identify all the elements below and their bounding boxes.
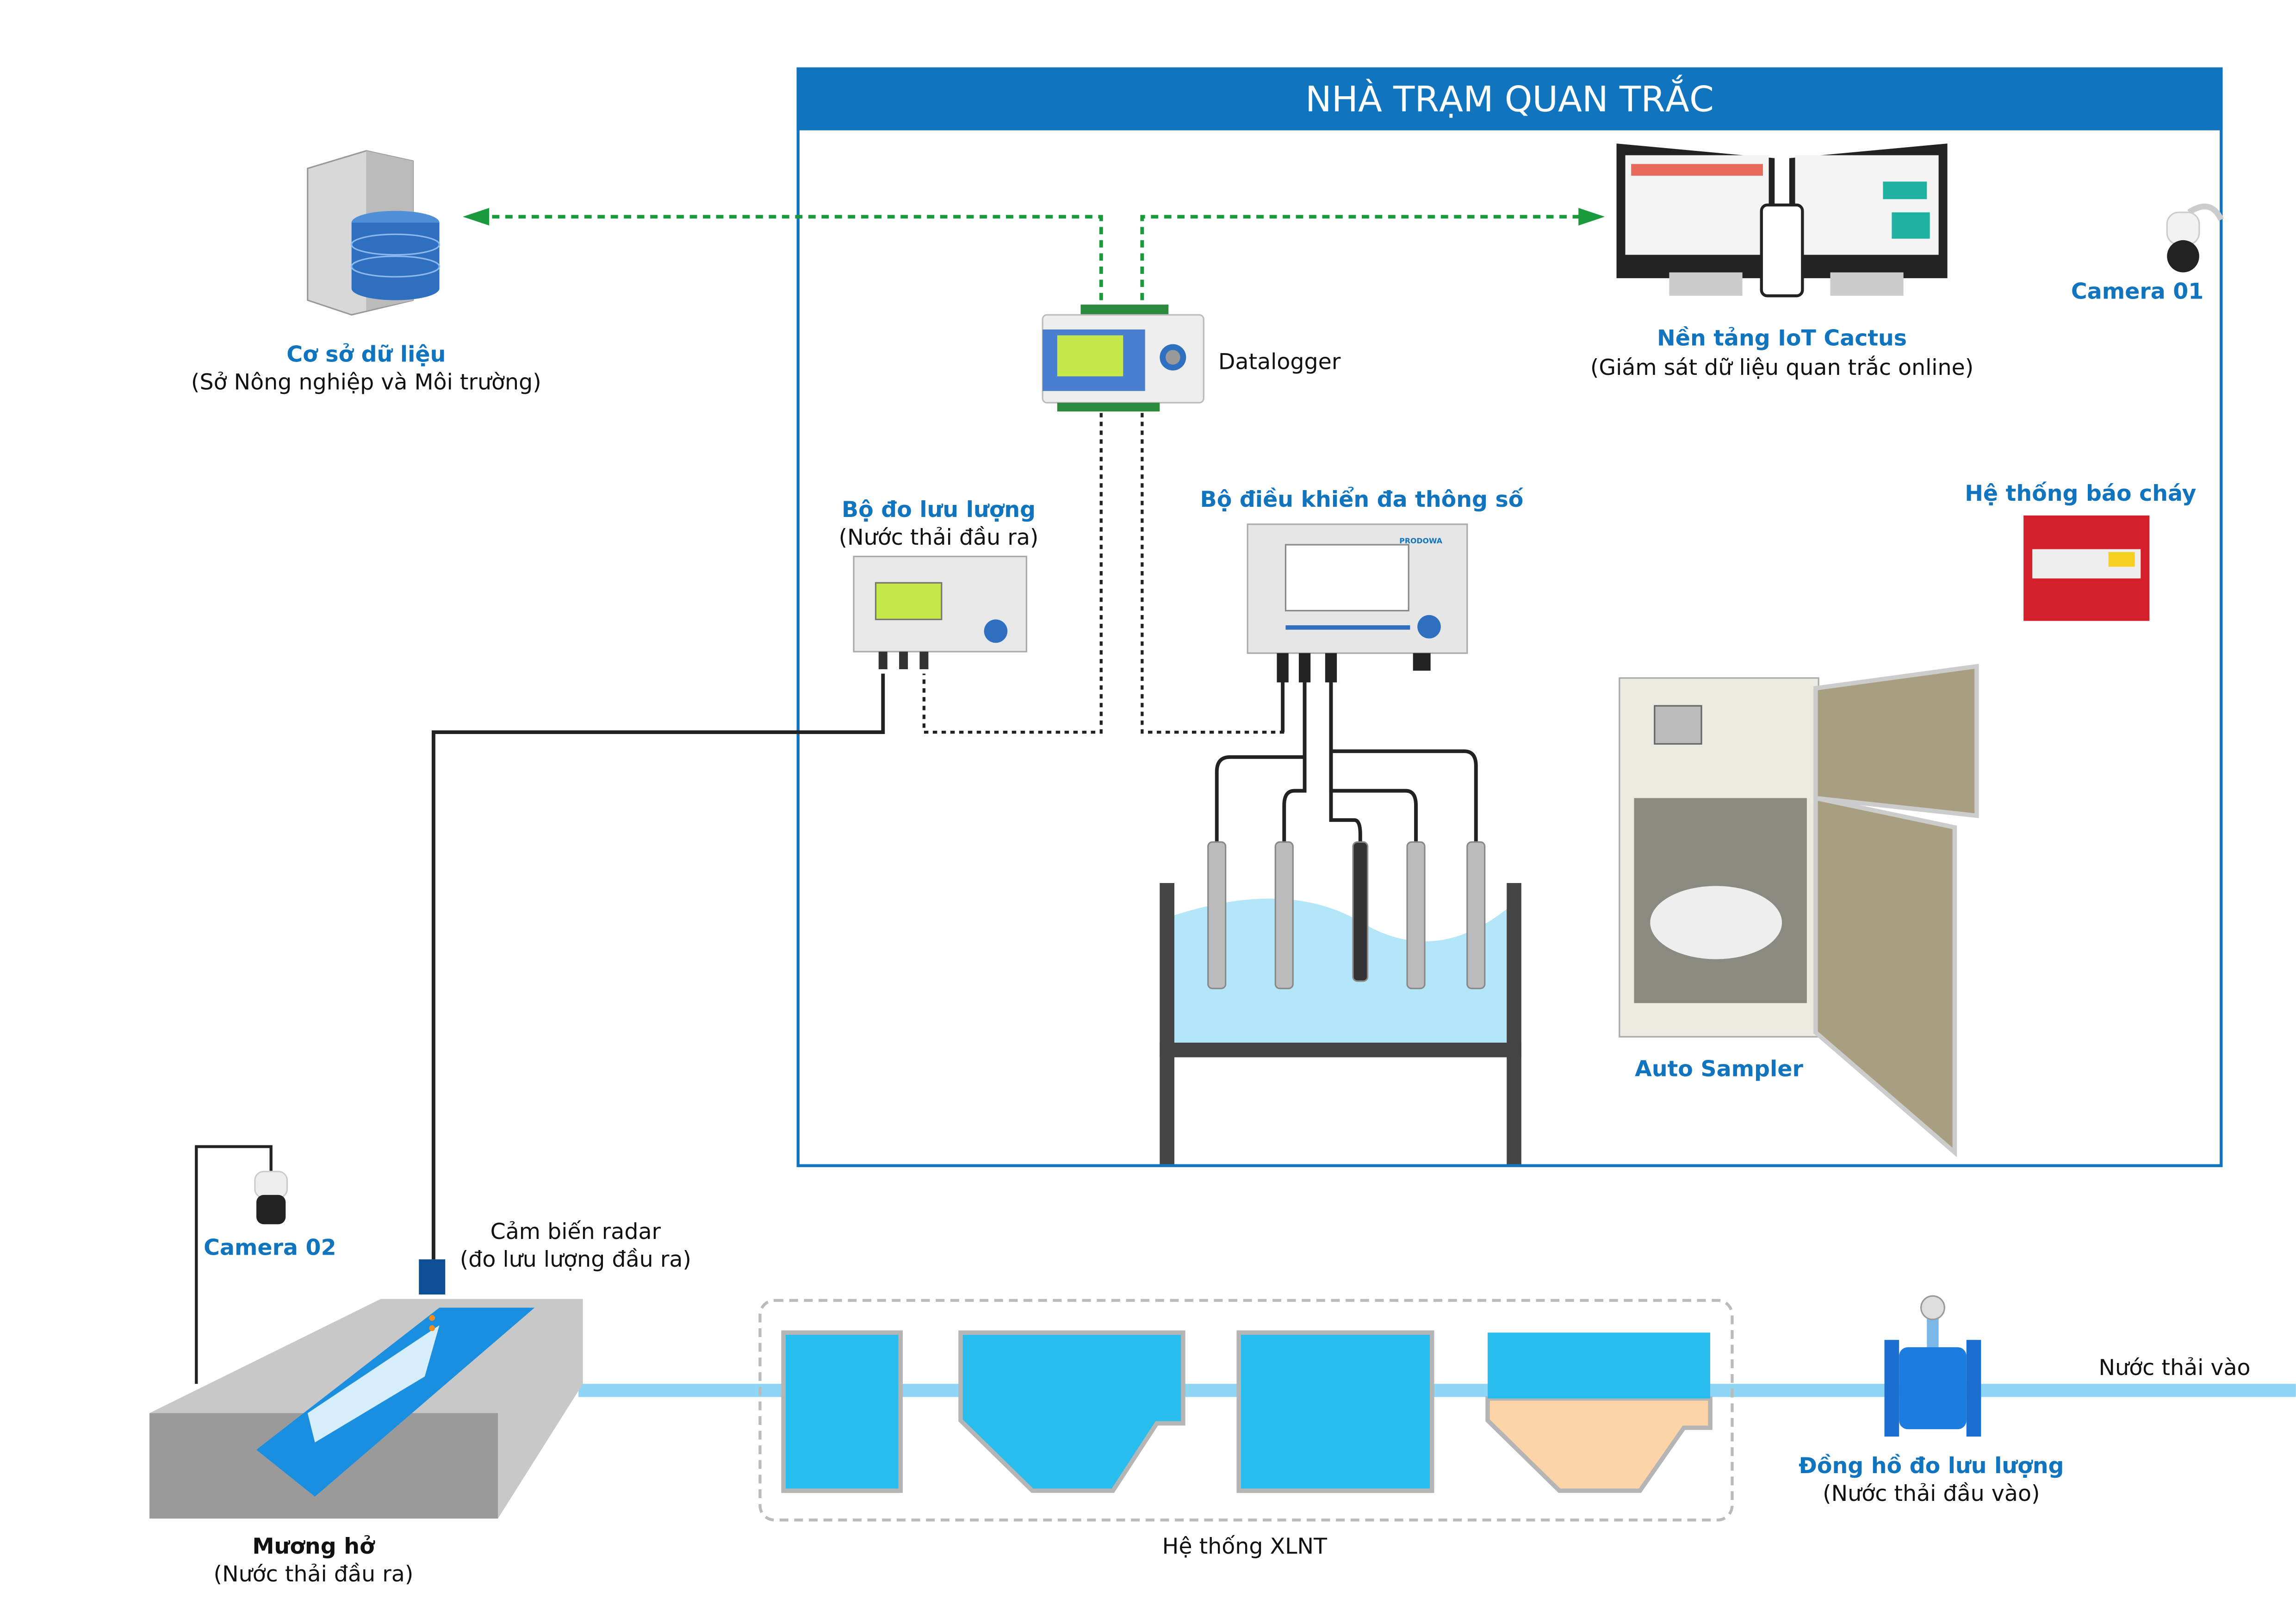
camera2-cable: [195, 1145, 273, 1384]
iot-dashboard-monitors: [1616, 143, 1948, 298]
database-server-icon: [307, 150, 441, 316]
probe-cables: [1215, 682, 1478, 842]
treatment-tanks: [781, 1330, 1713, 1493]
station-title: NHÀ TRẠM QUAN TRẮC: [1305, 74, 1714, 119]
channel-subtitle: (Nước thải đầu ra): [214, 1562, 414, 1587]
probe-tank-water: [1174, 898, 1508, 1043]
flow-meter-device: [853, 555, 1027, 669]
arrow-left-icon: [463, 208, 490, 226]
inlet-meter-subtitle: (Nước thải đầu vào): [1823, 1481, 2040, 1506]
station-header: [796, 67, 2223, 131]
database-subtitle: (Sở Nông nghiệp và Môi trường): [191, 370, 541, 395]
flow-meter-subtitle: (Nước thải đầu ra): [839, 525, 1039, 550]
radar-subtitle: (đo lưu lượng đầu ra): [460, 1247, 691, 1272]
fire-alarm-panel: [2023, 515, 2150, 621]
inlet-flow-meter: [1884, 1295, 1981, 1437]
sampler-label: Auto Sampler: [1635, 1057, 1803, 1082]
inlet-meter-title: Đồng hồ đo lưu lượng: [1799, 1453, 2064, 1479]
flow-meter-title: Bộ đo lưu lượng: [842, 497, 1036, 523]
channel-title: Mương hở: [252, 1534, 375, 1559]
camera2-label: Camera 02: [204, 1235, 336, 1261]
sensor-probes: [1207, 841, 1486, 989]
controller-brand: PRODOWA: [1399, 536, 1443, 545]
open-channel: [149, 1299, 583, 1519]
ptz-camera-icon: [2166, 203, 2224, 273]
iot-title: Nền tảng IoT Cactus: [1657, 326, 1907, 351]
treatment-boundary: [758, 1299, 1734, 1522]
radar-title: Cảm biến radar: [490, 1219, 661, 1244]
database-title: Cơ sở dữ liệu: [286, 342, 446, 367]
inlet-label: Nước thải vào: [2099, 1355, 2251, 1381]
controller-title: Bộ điều khiển đa thông số: [1200, 486, 1524, 512]
arrow-right-icon: [1578, 208, 1605, 226]
camera2-icon: [254, 1170, 288, 1225]
controller-device: PRODOWA: [1247, 523, 1468, 683]
fire-alarm-title: Hệ thống báo cháy: [1965, 481, 2196, 506]
camera1-label: Camera 01: [2071, 279, 2203, 304]
datalogger-device: [1042, 305, 1204, 412]
treatment-label: Hệ thống XLNT: [1162, 1534, 1328, 1559]
radar-cable: [431, 673, 885, 1260]
signal-cables: [922, 413, 1285, 734]
radar-sensor: [419, 1259, 446, 1295]
data-links: [483, 215, 1582, 300]
datalogger-label: Datalogger: [1218, 349, 1341, 374]
iot-subtitle: (Giám sát dữ liệu quan trắc online): [1590, 355, 1973, 380]
probe-tank-frame: [1160, 883, 1521, 1164]
auto-sampler-cabinet: [1619, 664, 1979, 1157]
